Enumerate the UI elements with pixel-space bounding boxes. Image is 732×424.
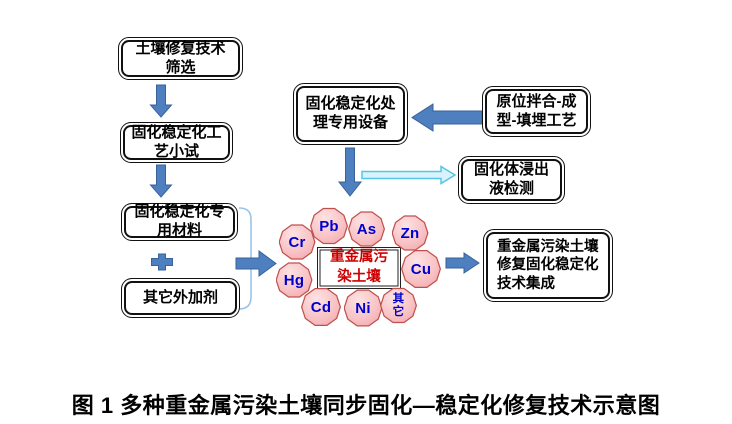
flow-box-technology-integration-label: 重金属污染土壤 修复固化稳定化 技术集成 [486, 232, 610, 299]
decagon-shape: Hg [276, 263, 312, 297]
flow-box-screening-label: 土壤修复技术 筛选 [121, 40, 240, 77]
element-node-hg: Hg [275, 262, 313, 298]
arrow-right-icon [445, 252, 480, 274]
flow-box-other-additives: 其它外加剂 [121, 278, 240, 318]
element-node-zn: Zn [391, 215, 429, 251]
element-label-cr: Cr [288, 233, 306, 251]
element-node-ni: Ni [343, 289, 383, 327]
flow-box-insitu-process: 原位拌合-成 型-填埋工艺 [482, 86, 591, 137]
cluster-center-box: 重金属污 染土壤 [317, 247, 401, 289]
decagon-shape: Pb [311, 209, 347, 243]
flow-box-screening: 土壤修复技术 筛选 [118, 37, 243, 80]
decagon-shape: As [349, 212, 384, 246]
arrow-right-outline-icon [361, 165, 457, 185]
flow-box-pilot-test-label: 固化稳定化工 艺小试 [123, 124, 230, 160]
flow-box-technology-integration: 重金属污染土壤 修复固化稳定化 技术集成 [483, 229, 613, 302]
decagon-shape: Cu [402, 251, 440, 287]
element-label-cu: Cu [410, 260, 432, 278]
arrow-left-icon [411, 103, 483, 132]
decagon-shape: Zn [392, 216, 428, 250]
element-label-ni: Ni [355, 299, 371, 317]
flow-box-special-materials: 固化稳定化专 用材料 [121, 203, 238, 241]
element-node-cd: Cd [301, 287, 341, 327]
element-node-cr: Cr [278, 224, 316, 260]
flow-box-special-materials-label: 固化稳定化专 用材料 [124, 203, 235, 239]
arrow-down-icon [149, 164, 173, 198]
arrow-down-icon [149, 84, 173, 118]
figure-caption: 图 1 多种重金属污染土壤同步固化—稳定化修复技术示意图 [71, 393, 661, 418]
arrow-down-icon [337, 147, 363, 197]
flow-box-other-additives-label: 其它外加剂 [124, 281, 237, 315]
element-node-cu: Cu [401, 249, 441, 289]
flow-box-dedicated-equipment: 固化稳定化处 理专用设备 [293, 83, 408, 145]
decagon-shape: Cd [302, 289, 340, 325]
decagon-shape: 其它 [381, 289, 416, 322]
element-label-hg: Hg [283, 271, 305, 289]
element-label-pb: Pb [319, 217, 339, 235]
flow-box-dedicated-equipment-label: 固化稳定化处 理专用设备 [296, 86, 405, 142]
decagon-shape: Cr [279, 225, 315, 259]
element-label-as: As [356, 220, 377, 238]
element-node-as: As [348, 211, 385, 247]
flow-box-leaching-test: 固化体浸出 液检测 [458, 156, 565, 204]
element-label-cd: Cd [310, 298, 332, 316]
arrow-right-icon [235, 250, 277, 277]
plus-icon [151, 253, 173, 271]
flow-box-leaching-test-label: 固化体浸出 液检测 [461, 159, 562, 201]
element-node-other: 其它 [380, 287, 417, 324]
element-label-other: 其它 [392, 292, 405, 318]
element-node-pb: Pb [310, 207, 348, 245]
decagon-shape: Ni [344, 290, 382, 326]
flow-box-pilot-test: 固化稳定化工 艺小试 [120, 122, 233, 163]
cluster-center-label: 重金属污 染土壤 [330, 249, 388, 285]
element-label-zn: Zn [400, 224, 420, 242]
flow-box-insitu-process-label: 原位拌合-成 型-填埋工艺 [485, 89, 588, 134]
